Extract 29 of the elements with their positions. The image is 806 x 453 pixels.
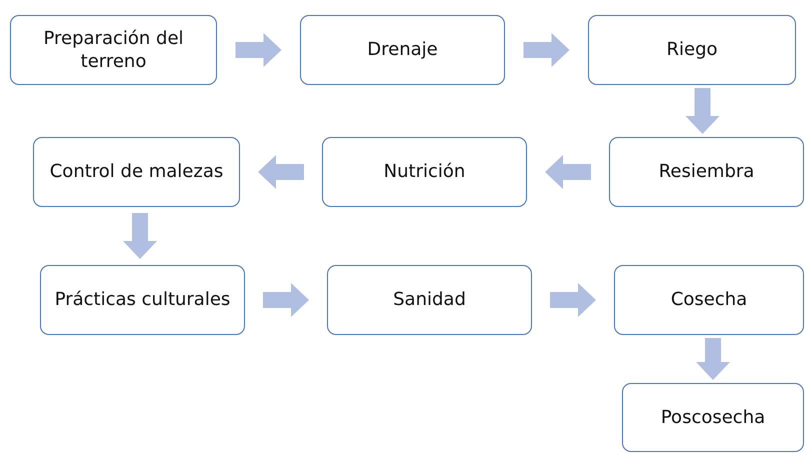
- process-box: [614, 265, 804, 335]
- step-label: Cosecha: [670, 288, 748, 312]
- block-arrow: [258, 155, 304, 189]
- process-box: [322, 137, 527, 207]
- step-label: Nutrición: [384, 160, 466, 184]
- step-label: Resiembra: [658, 160, 754, 184]
- process-box: [609, 137, 804, 207]
- step-label: Preparación del terreno: [42, 26, 185, 74]
- step-label: Sanidad: [393, 288, 466, 312]
- block-arrow: [686, 88, 720, 134]
- block-arrow: [696, 338, 730, 380]
- process-box: [33, 137, 240, 207]
- block-arrow: [545, 155, 591, 189]
- process-box: [327, 265, 532, 335]
- step-label: Prácticas culturales: [54, 288, 230, 312]
- block-arrow: [524, 33, 570, 67]
- process-box: [300, 15, 505, 85]
- process-box: [10, 15, 217, 85]
- step-label: Riego: [666, 38, 718, 62]
- process-box: [622, 383, 804, 452]
- step-label: Control de malezas: [50, 160, 224, 184]
- step-label: Poscosecha: [660, 406, 766, 430]
- block-arrow: [263, 283, 309, 317]
- block-arrow: [123, 213, 157, 259]
- step-label: Drenaje: [367, 38, 438, 62]
- block-arrow: [550, 283, 596, 317]
- process-box: [588, 15, 796, 85]
- block-arrow: [236, 33, 282, 67]
- process-box: [40, 265, 245, 335]
